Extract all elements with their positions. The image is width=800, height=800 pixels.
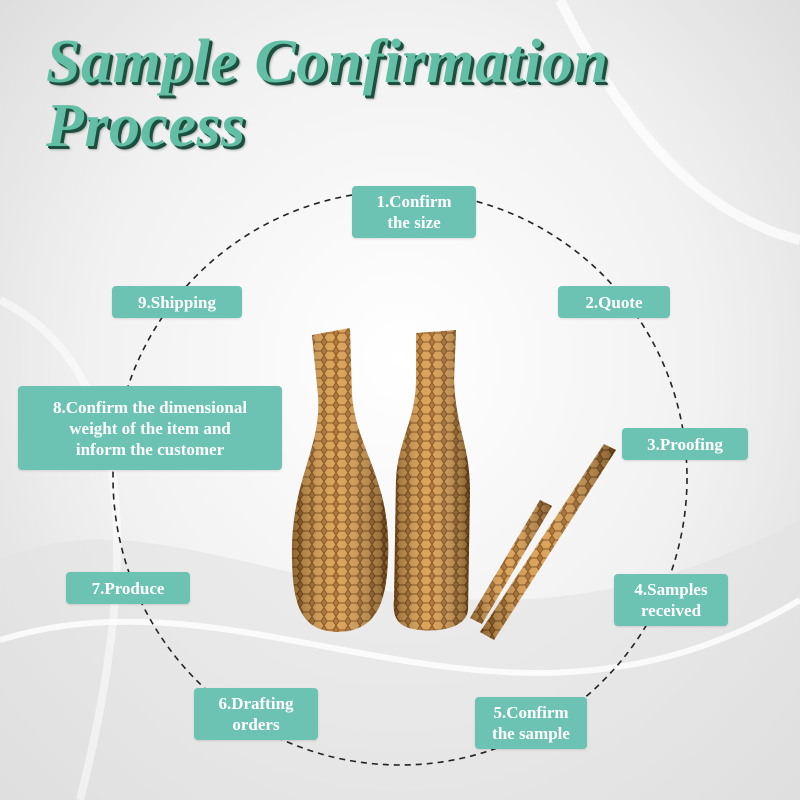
step-5-confirm-sample: 5.Confirm the sample [475, 697, 587, 749]
step-4-samples-received: 4.Samples received [614, 574, 728, 626]
tube-sleeve-long [480, 444, 616, 640]
step-1-confirm-size: 1.Confirm the size [352, 186, 476, 238]
step-2-quote: 2.Quote [558, 286, 670, 318]
step-7-produce: 7.Produce [66, 572, 190, 604]
step-3-proofing: 3.Proofing [622, 428, 748, 460]
step-9-shipping: 9.Shipping [112, 286, 242, 318]
step-8-confirm-weight: 8.Confirm the dimensional weight of the … [18, 386, 282, 470]
bottle-sleeve-left [291, 328, 389, 632]
title-line-2: Process [46, 92, 246, 160]
step-6-drafting-orders: 6.Drafting orders [194, 688, 318, 740]
tube-sleeve-short [470, 500, 552, 624]
title-line-1: Sample Confirmation [46, 28, 609, 96]
page-title: Sample Confirmation Process [46, 30, 608, 158]
bottle-sleeve-right [393, 330, 470, 631]
